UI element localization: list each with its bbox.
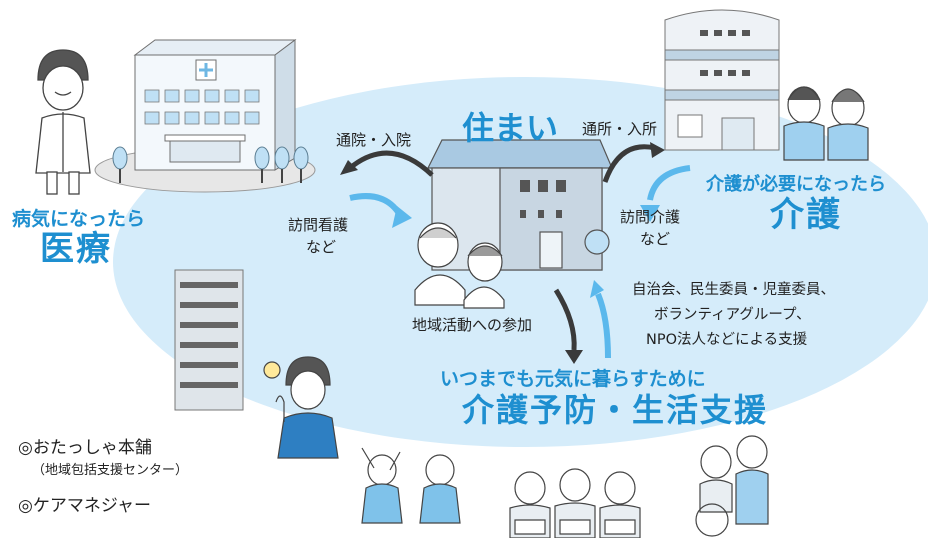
arrow-to-facility [602, 142, 665, 183]
prevention-main: 介護予防・生活支援 [462, 391, 769, 429]
label-tsuin: 通院・入院 [336, 131, 412, 149]
kaigo-main: 介護 [770, 195, 842, 235]
stretching-seniors-icon [361, 447, 461, 524]
care-facility-icon [664, 9, 780, 151]
house-icon [427, 139, 613, 271]
label-support-1: 自治会、民生委員・児童委員、 [632, 282, 835, 298]
center-title: 住まい [462, 109, 559, 147]
singing-seniors-icon [509, 468, 641, 538]
label-chiiki: 地域活動への参加 [412, 316, 533, 334]
arrow-from-hospital [349, 193, 412, 228]
label-tsusho: 通所・入所 [582, 120, 658, 138]
arrow-to-hospital [340, 150, 434, 177]
wheelchair-care-icon [695, 435, 769, 537]
arrow-up-community [590, 280, 611, 359]
contact-honpo: ◎おたっしゃ本舗 [18, 438, 152, 458]
label-support-3: NPO法人などによる支援 [646, 332, 808, 348]
hospital-icon [94, 39, 316, 193]
label-homon-kaigo-nado: など [640, 230, 671, 248]
iryo-sub: 病気になったら [12, 208, 146, 230]
iryo-main: 医療 [40, 229, 112, 269]
prevention-sub: いつまでも元気に暮らすために [440, 368, 706, 390]
kaigo-sub: 介護が必要になったら [706, 174, 886, 195]
apartment-icon [174, 269, 244, 411]
contact-honpo-note: （地域包括支援センター） [32, 463, 189, 478]
contact-care-manager: ◎ケアマネジャー [18, 496, 151, 516]
label-support-2: ボランティアグループ、 [654, 307, 811, 323]
arrow-from-facility [640, 165, 691, 222]
label-homon-kaigo: 訪問介護 [620, 208, 681, 226]
label-homon-kango: 訪問看護 [288, 216, 349, 234]
label-homon-kango-nado: など [306, 238, 337, 256]
doctor-icon [35, 49, 91, 195]
caregivers-icon [783, 86, 869, 161]
arrow-down-community [553, 288, 583, 364]
advisor-icon [263, 356, 339, 459]
elderly-couple-icon [414, 222, 505, 309]
